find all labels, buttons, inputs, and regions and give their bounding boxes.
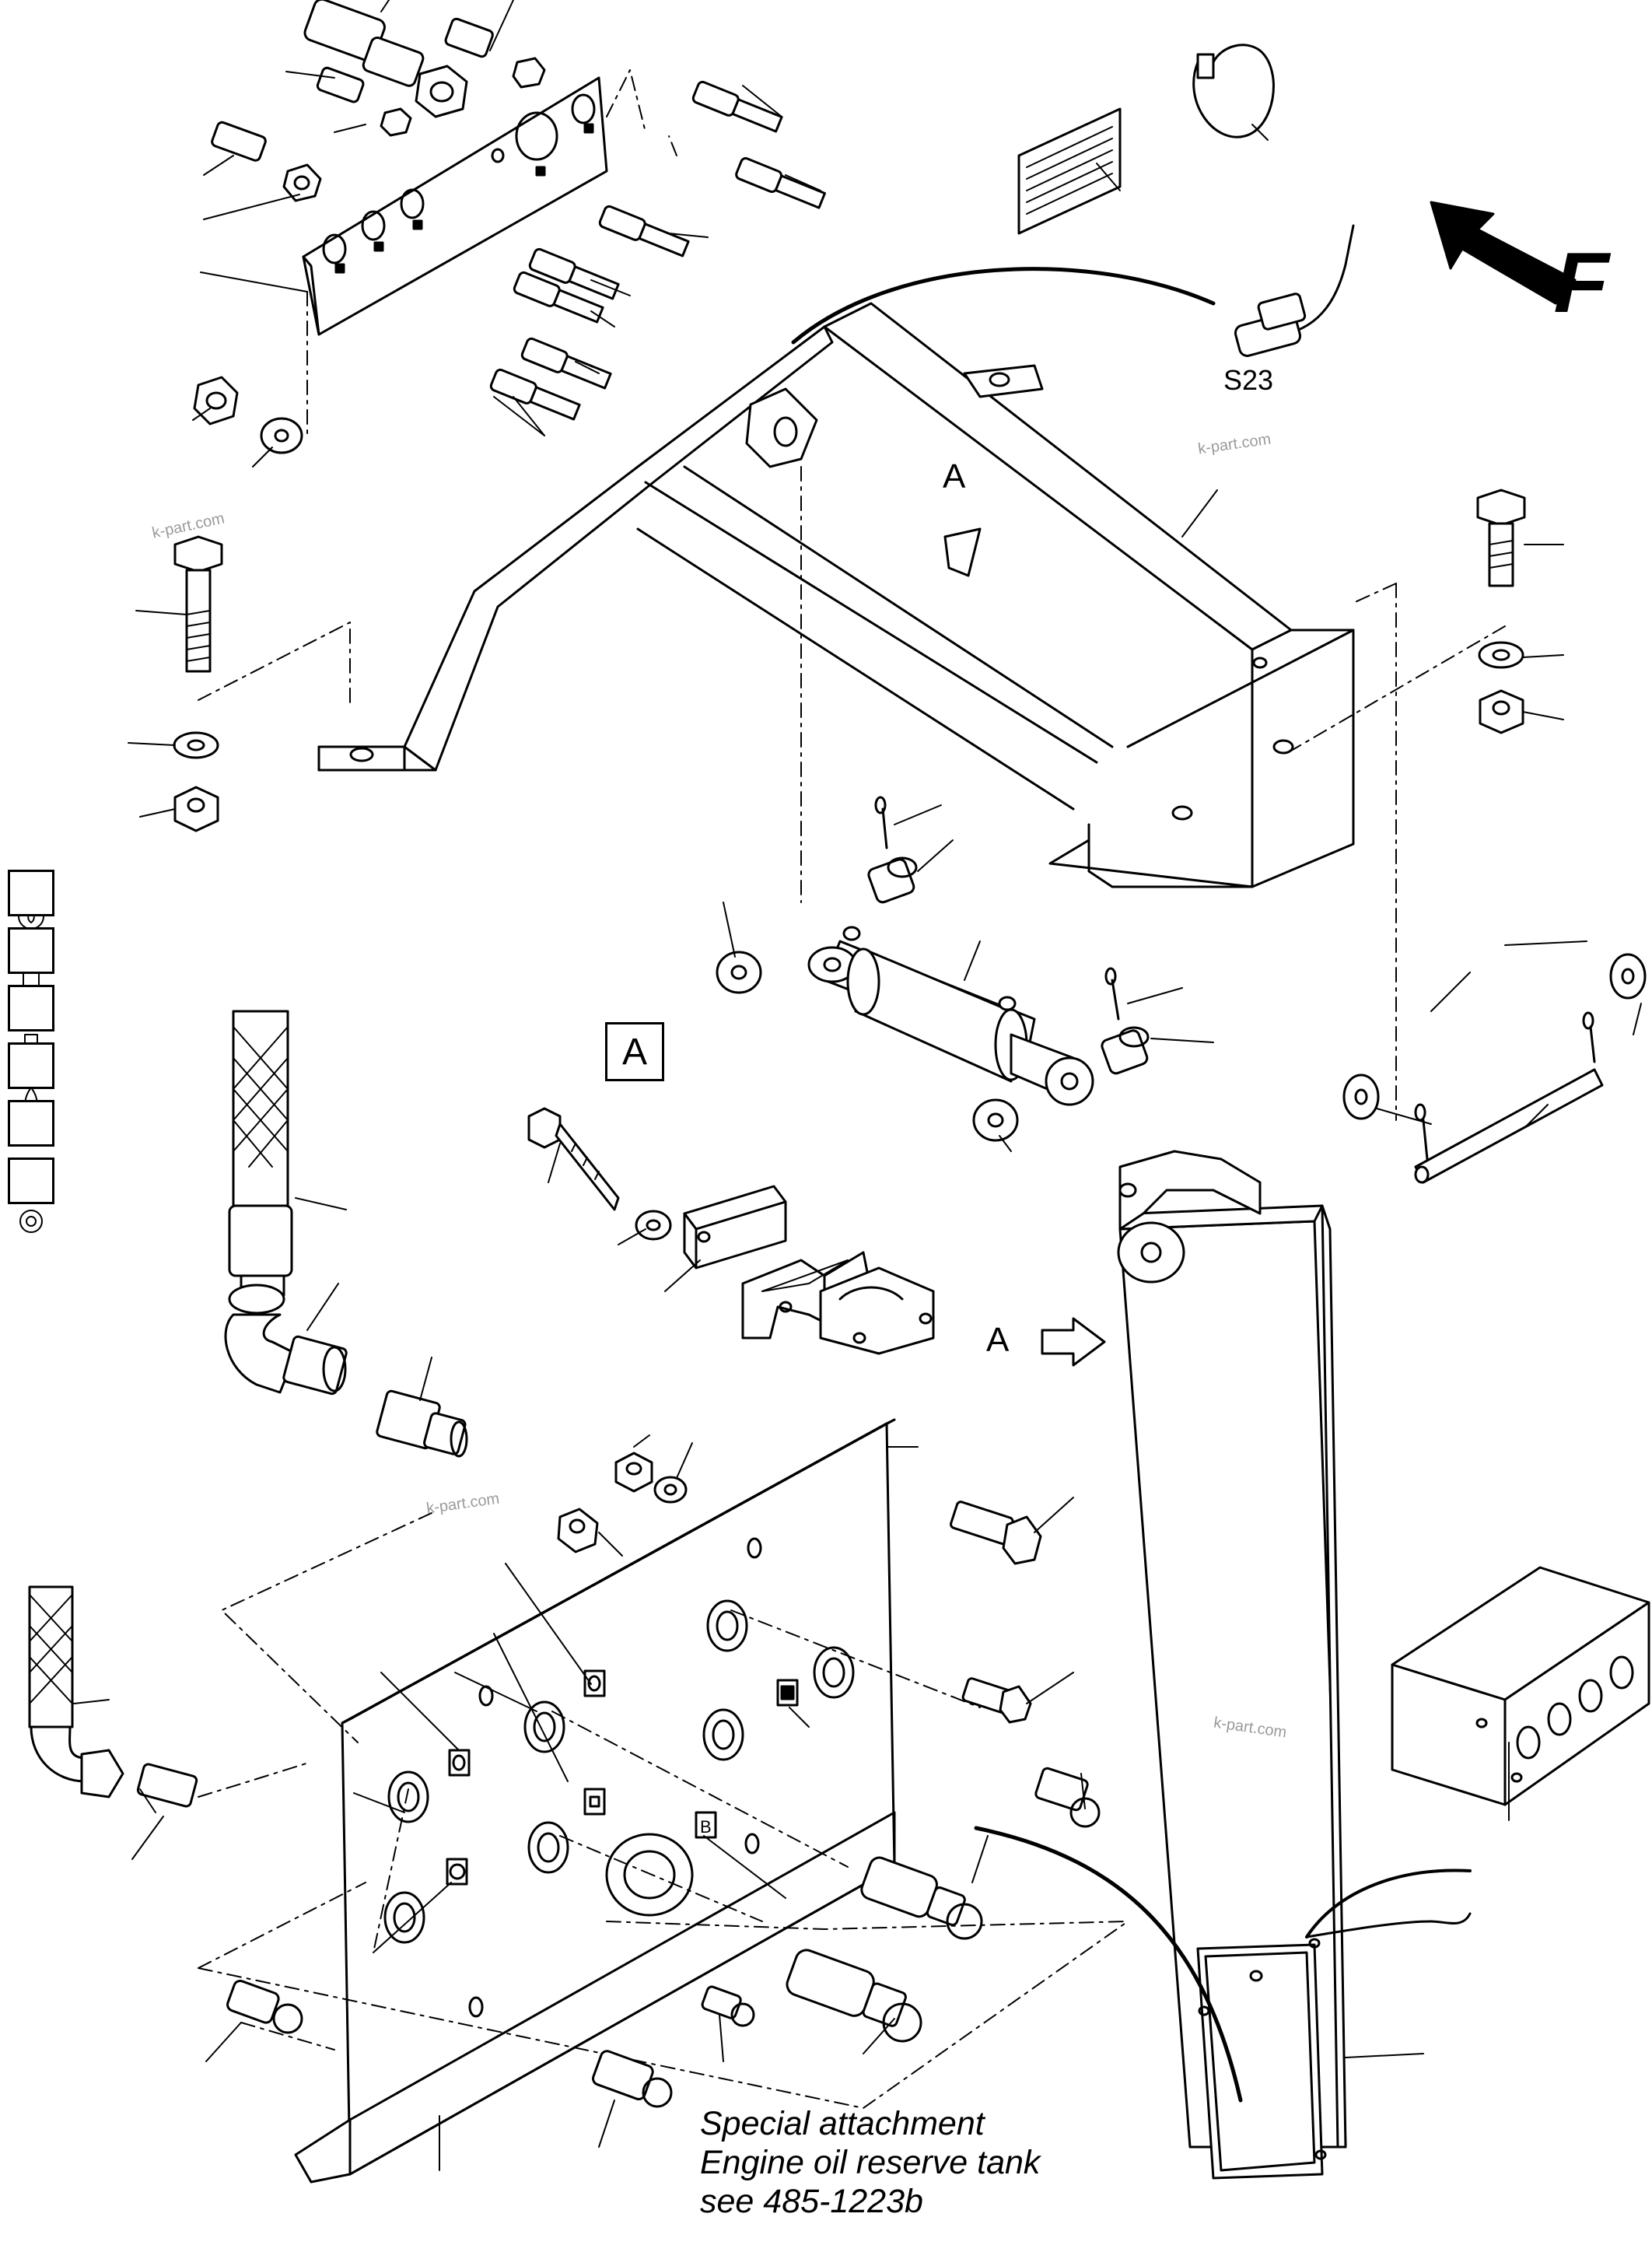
pin-right xyxy=(1342,940,1647,1184)
bolt-assembly-right xyxy=(1476,489,1564,734)
nuts-lower-top xyxy=(557,1434,693,1557)
boom-arm xyxy=(1117,1150,1424,2180)
arrow-view-a-side xyxy=(1041,1317,1106,1367)
view-a-box-label: A xyxy=(605,1022,664,1081)
note-line: Special attachment xyxy=(700,2105,985,2142)
svg-text:B: B xyxy=(700,1817,712,1837)
arrow-view-a-top xyxy=(943,527,982,577)
cable-tie xyxy=(1192,44,1275,141)
hose-fittings-top xyxy=(489,80,826,421)
note-line: Engine oil reserve tank xyxy=(700,2144,1041,2181)
view-a-label-top: A xyxy=(943,457,966,496)
pins-washers-cylinder xyxy=(716,796,1214,1152)
curved-arrow-tank xyxy=(974,1826,1243,2103)
hydraulic-cylinder xyxy=(807,926,1094,1106)
hidden-lines-main xyxy=(800,466,1506,1121)
main-frame xyxy=(317,302,1355,888)
heating-icon xyxy=(8,985,54,1031)
direction-arrow-f xyxy=(1430,201,1577,305)
leader-lines-top-left xyxy=(200,0,514,292)
bolts-and-fittings-lower-right xyxy=(950,1497,1101,1828)
hydraulic-drop-icon xyxy=(8,1042,54,1089)
symbol-icon-column xyxy=(8,870,59,1215)
quick-couplers-lower xyxy=(205,1835,989,2171)
label-plate xyxy=(1017,107,1122,235)
note-line: see 485-1223b xyxy=(700,2183,923,2220)
oil-drop-icon xyxy=(8,870,54,916)
hose-left-lower xyxy=(28,1585,312,1860)
hose-left-vertical xyxy=(224,1010,468,1458)
hidden-lines-lower xyxy=(198,1512,1129,2109)
curved-arrow-right xyxy=(1305,1868,1472,1939)
view-a-label-side: A xyxy=(986,1321,1010,1359)
slot-icon xyxy=(8,1100,54,1147)
special-attachment-note: Special attachment Engine oil reserve ta… xyxy=(700,2104,1040,2221)
switch-box xyxy=(1391,1566,1650,1821)
clamp-assembly xyxy=(527,1107,935,1355)
bolt-assembly-left xyxy=(128,535,351,832)
nut-washer-upper-left xyxy=(192,376,303,468)
sensor-s23 xyxy=(791,224,1355,357)
sensor-label-s23: S23 xyxy=(1223,364,1274,396)
hidden-lines-top xyxy=(306,69,677,436)
fuel-pump-icon xyxy=(8,927,54,974)
curved-arrow-switch xyxy=(1305,1912,1472,1939)
leader-lines-hoses xyxy=(493,85,821,436)
gear-icon xyxy=(8,1158,54,1204)
connector-plate-top xyxy=(302,76,608,336)
couplings-top-left xyxy=(211,0,546,202)
